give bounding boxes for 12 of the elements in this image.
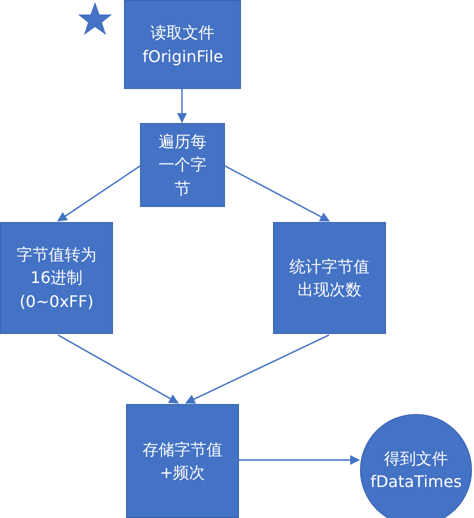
process-box: 统计字节值出现次数 [273,222,386,334]
arrow [58,334,179,404]
arrow [185,334,330,404]
terminal-circle: 得到文件 fDataTimes [360,414,472,518]
process-box: 遍历每一个字节 [140,123,225,207]
process-box: 字节值转为16进制 (0~0xFF) [0,222,113,334]
arrow [177,89,187,123]
process-box: 存储字节值+频次 [126,404,239,518]
process-box: 读取文件 fOriginFile [124,0,241,89]
arrow [224,165,330,222]
arrow [239,455,360,465]
arrow [57,165,140,222]
